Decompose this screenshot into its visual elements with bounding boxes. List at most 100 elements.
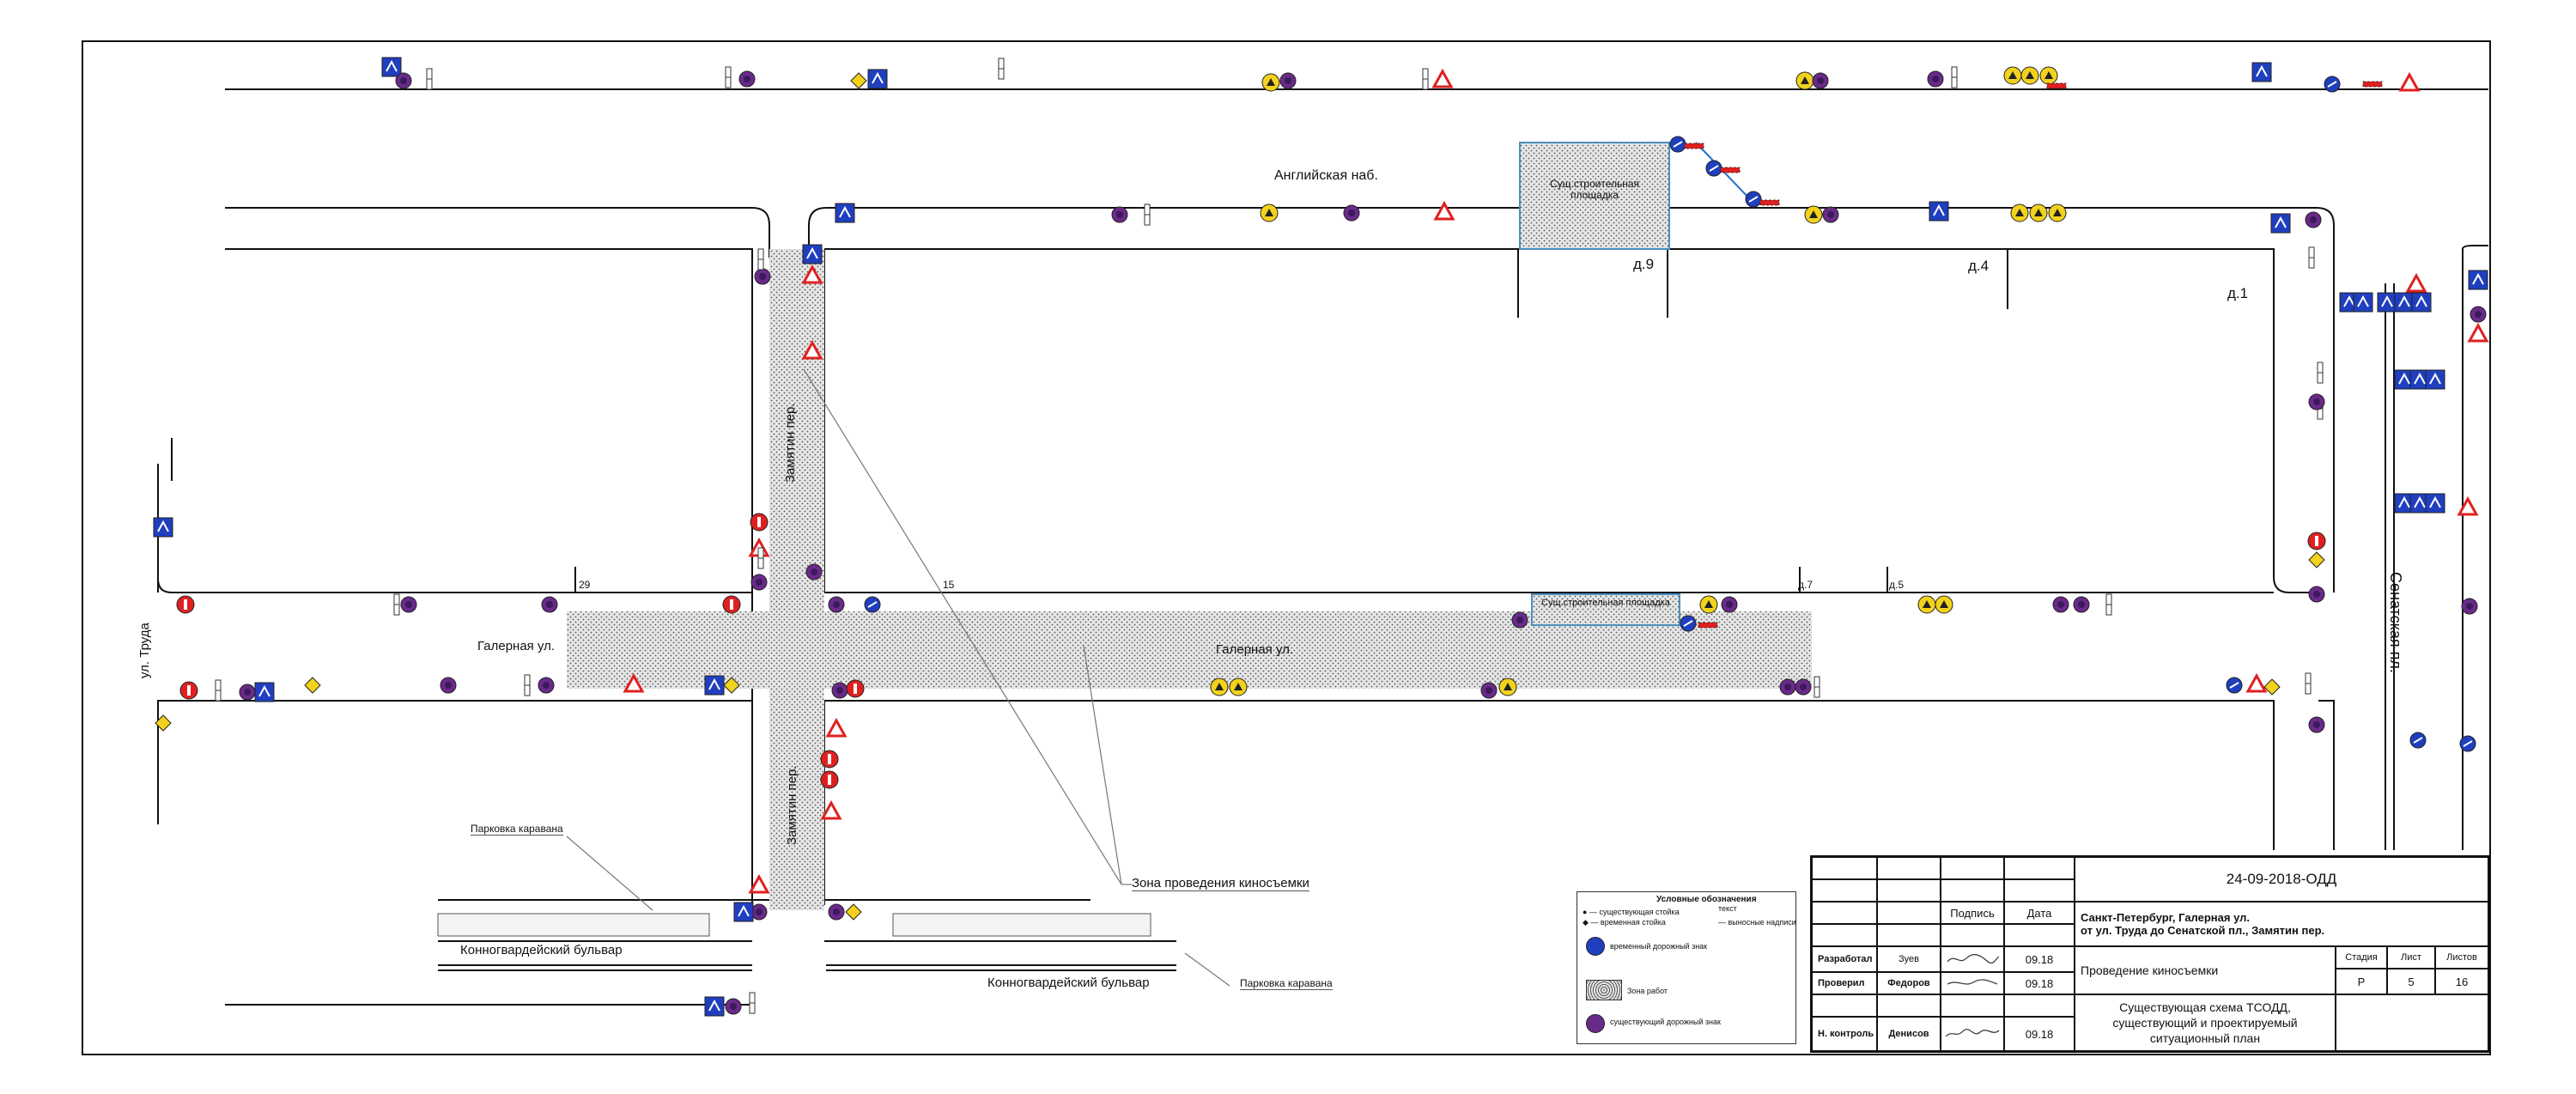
tb-cell [1877,924,1941,946]
blue-sign-icon [1680,615,1697,632]
construction-label-top: Сущ.строительная площадка [1549,178,1640,201]
no-entry-sign-icon [820,750,839,769]
sign-post-icon [749,992,756,1014]
tb-cell [2004,857,2075,879]
sign-post-icon [757,547,764,569]
existing-sign-icon [738,70,756,88]
house-number-d9: д.9 [1633,256,1655,272]
blue-sign-icon [864,596,881,613]
tb-name-2: Федоров [1877,972,1941,994]
existing-sign-icon [538,677,555,694]
sign-post-icon [2317,362,2324,384]
tb-location-line2: от ул. Труда до Сенатской пл., Замятин п… [2081,924,2325,937]
existing-sign-icon [1779,678,1796,696]
blue-sign-icon [2409,732,2427,749]
warning-sign-icon [1795,71,1814,90]
legend-work-zone: Зона работ [1627,987,1668,995]
existing-sign-icon [239,684,256,701]
tb-signature-2 [1941,972,2004,994]
tb-stage-label: Стадия [2336,946,2387,969]
existing-sign-icon [440,677,457,694]
info-sign-icon [2425,369,2445,390]
house-number-15: 15 [943,579,955,591]
sign-post-icon [426,68,433,90]
street-label-konnogvard-1: Конногвардейский бульвар [460,943,623,957]
construction-site-top [1519,142,1670,250]
existing-sign-icon [2470,306,2487,323]
existing-sign-icon [831,682,848,699]
info-sign-icon [2251,62,2272,82]
existing-sign-icon [828,903,845,921]
barrier-icon [1720,167,1741,173]
legend-temp-post: ◆ — временная стойка [1583,918,1666,927]
blue-sign-icon [2226,677,2243,694]
sign-post-icon [1814,676,1820,698]
existing-sign-icon [828,596,845,613]
construction-label-mid: Сущ.строительная площадка [1541,598,1670,608]
tb-doc-code: 24-09-2018-ОДД [2075,857,2488,902]
tb-signature-1 [1941,946,2004,972]
title-block: Подпись Дата Разработал Зуев 09.18 Прове… [1810,855,2490,1053]
blue-sign-icon [2324,76,2341,93]
existing-sign-icon [750,903,768,921]
triangle-warning-icon [1432,70,1453,88]
legend-title: Условные обозначения [1656,895,1757,904]
existing-sign-icon [2308,716,2325,733]
caravan-parking-bays [437,913,1151,937]
priority-road-icon [304,677,321,694]
sign-post-icon [215,679,222,702]
existing-sign-icon [1343,204,1360,222]
legend-work-zone-swatch [1586,980,1622,1000]
road-signs-layer [153,57,2488,1017]
house-number-d5: д.5 [1889,579,1905,591]
info-sign-icon [2377,292,2397,313]
tb-data-header: Дата [2004,902,2075,924]
callout-filming-zone: Зона проведения киносъемки [1132,876,1309,891]
street-label-angliyskaya: Английская наб. [1274,168,1378,183]
warning-sign-icon [1699,595,1718,614]
tb-location-line1: Санкт-Петербург, Галерная ул. [2081,911,2251,924]
tb-purpose: Проведение киносъемки [2075,946,2336,994]
tb-cell [1812,879,1877,902]
barrier-icon [1759,199,1780,206]
existing-sign-icon [1279,72,1297,89]
existing-sign-icon [541,596,558,613]
legend-temp-sign-icon [1586,937,1605,956]
tb-name-3: Денисов [1877,1017,1941,1051]
existing-sign-icon [2305,211,2322,228]
info-sign-icon [867,69,888,89]
barrier-icon [2362,81,2383,88]
tb-date-3: 09.18 [2004,1017,2075,1051]
warning-sign-icon [1210,678,1229,696]
warning-sign-icon [1498,678,1517,696]
no-entry-sign-icon [179,681,198,700]
sign-post-icon [757,248,764,270]
existing-sign-icon [2052,596,2069,613]
triangle-warning-icon [826,719,847,738]
warning-sign-icon [2039,66,2058,85]
tb-role-3: Н. контроль [1812,1017,1877,1051]
existing-sign-icon [1822,206,1839,223]
street-label-zamyatin-upper: Замятин пер. [783,403,798,483]
street-label-senatskaya: Сенатская пл. [2387,572,2404,673]
drawing-frame [82,40,2491,1055]
existing-sign-icon [1927,70,1944,88]
existing-sign-icon [1795,678,1812,696]
existing-sign-icon [1812,72,1829,89]
existing-sign-icon [2073,596,2090,613]
info-sign-icon [704,675,725,696]
sign-post-icon [1422,68,1429,90]
legend-box: Условные обозначения ● — существующая ст… [1577,891,1796,1044]
blue-sign-icon [2459,735,2476,752]
tb-cell [1877,994,1941,1017]
sign-post-icon [998,58,1005,80]
no-entry-sign-icon [176,595,195,614]
street-label-galernaya-center: Галерная ул. [1216,642,1294,657]
priority-road-icon [2308,551,2325,568]
tb-drawing-title: Существующая схема ТСОДД, существующий и… [2075,994,2336,1051]
callout-leaders [566,142,1753,987]
warning-sign-icon [1260,204,1279,222]
tb-cell [1941,879,2004,902]
tb-podpis-header: Подпись [1941,902,2004,924]
tb-sheets: 16 [2435,969,2488,994]
